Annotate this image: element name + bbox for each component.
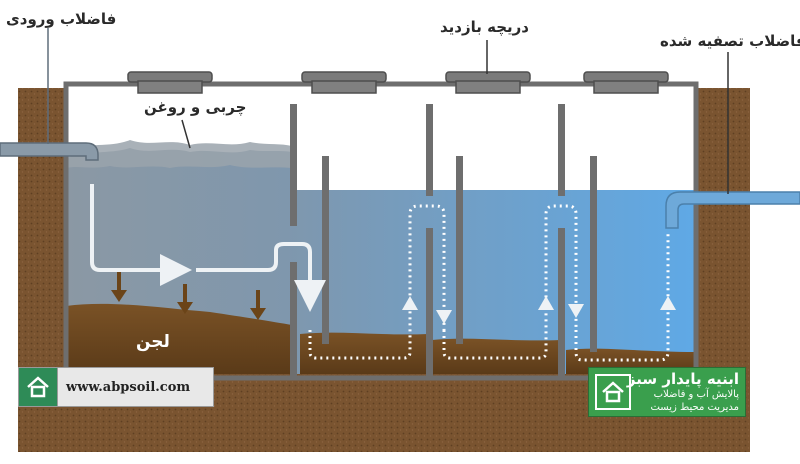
baffle-hang-3 (590, 156, 597, 352)
divider-3 (558, 228, 565, 378)
grease-layer (66, 140, 292, 168)
label-access-hatch: دریچه بازدید (440, 18, 529, 36)
flow-arrow-inlet-down (90, 184, 192, 286)
label-sludge: لجن (136, 332, 170, 352)
leader-grease (181, 119, 191, 149)
flow-arrow-to-baffle (196, 242, 326, 312)
outlet-pipe (665, 191, 800, 229)
label-inlet: فاضلاب ورودی (6, 10, 117, 28)
baffle-top-2 (426, 104, 433, 196)
baffle-top-3 (558, 104, 565, 196)
website-watermark: www.abpsoil.com (18, 367, 214, 407)
flow-path-dotted (308, 204, 670, 362)
label-grease-oil: چربی و روغن (144, 98, 247, 116)
baffle-top-1 (290, 104, 297, 226)
brand-watermark: ابنیه پایدار سبز پالایش آب و فاضلاب مدیر… (588, 367, 746, 417)
access-hatch-2 (301, 71, 387, 94)
settling-arrows (111, 272, 266, 320)
house-icon (19, 368, 58, 406)
divider-1 (290, 262, 297, 378)
baffle-hang-1 (322, 156, 329, 344)
divider-2 (426, 228, 433, 378)
access-hatch-1 (127, 71, 213, 94)
flow-arrowheads (402, 296, 676, 324)
brand-tagline-1: پالایش آب و فاضلاب (653, 389, 739, 400)
label-treated-outlet: فاضلاب تصفیه شده (660, 32, 800, 50)
sludge-layer (66, 303, 292, 374)
brand-house-icon (595, 374, 631, 410)
access-hatch-3 (445, 71, 531, 94)
brand-name: ابنیه پایدار سبز (626, 370, 739, 388)
sludge-layer-2 (300, 332, 428, 374)
baffle-hang-2 (456, 156, 463, 344)
website-url: www.abpsoil.com (66, 379, 191, 395)
brand-tagline-2: مدیریت محیط زیست (650, 402, 739, 413)
access-hatch-4 (583, 71, 669, 94)
sludge-layer-3 (432, 338, 560, 374)
inlet-pipe (0, 142, 99, 161)
